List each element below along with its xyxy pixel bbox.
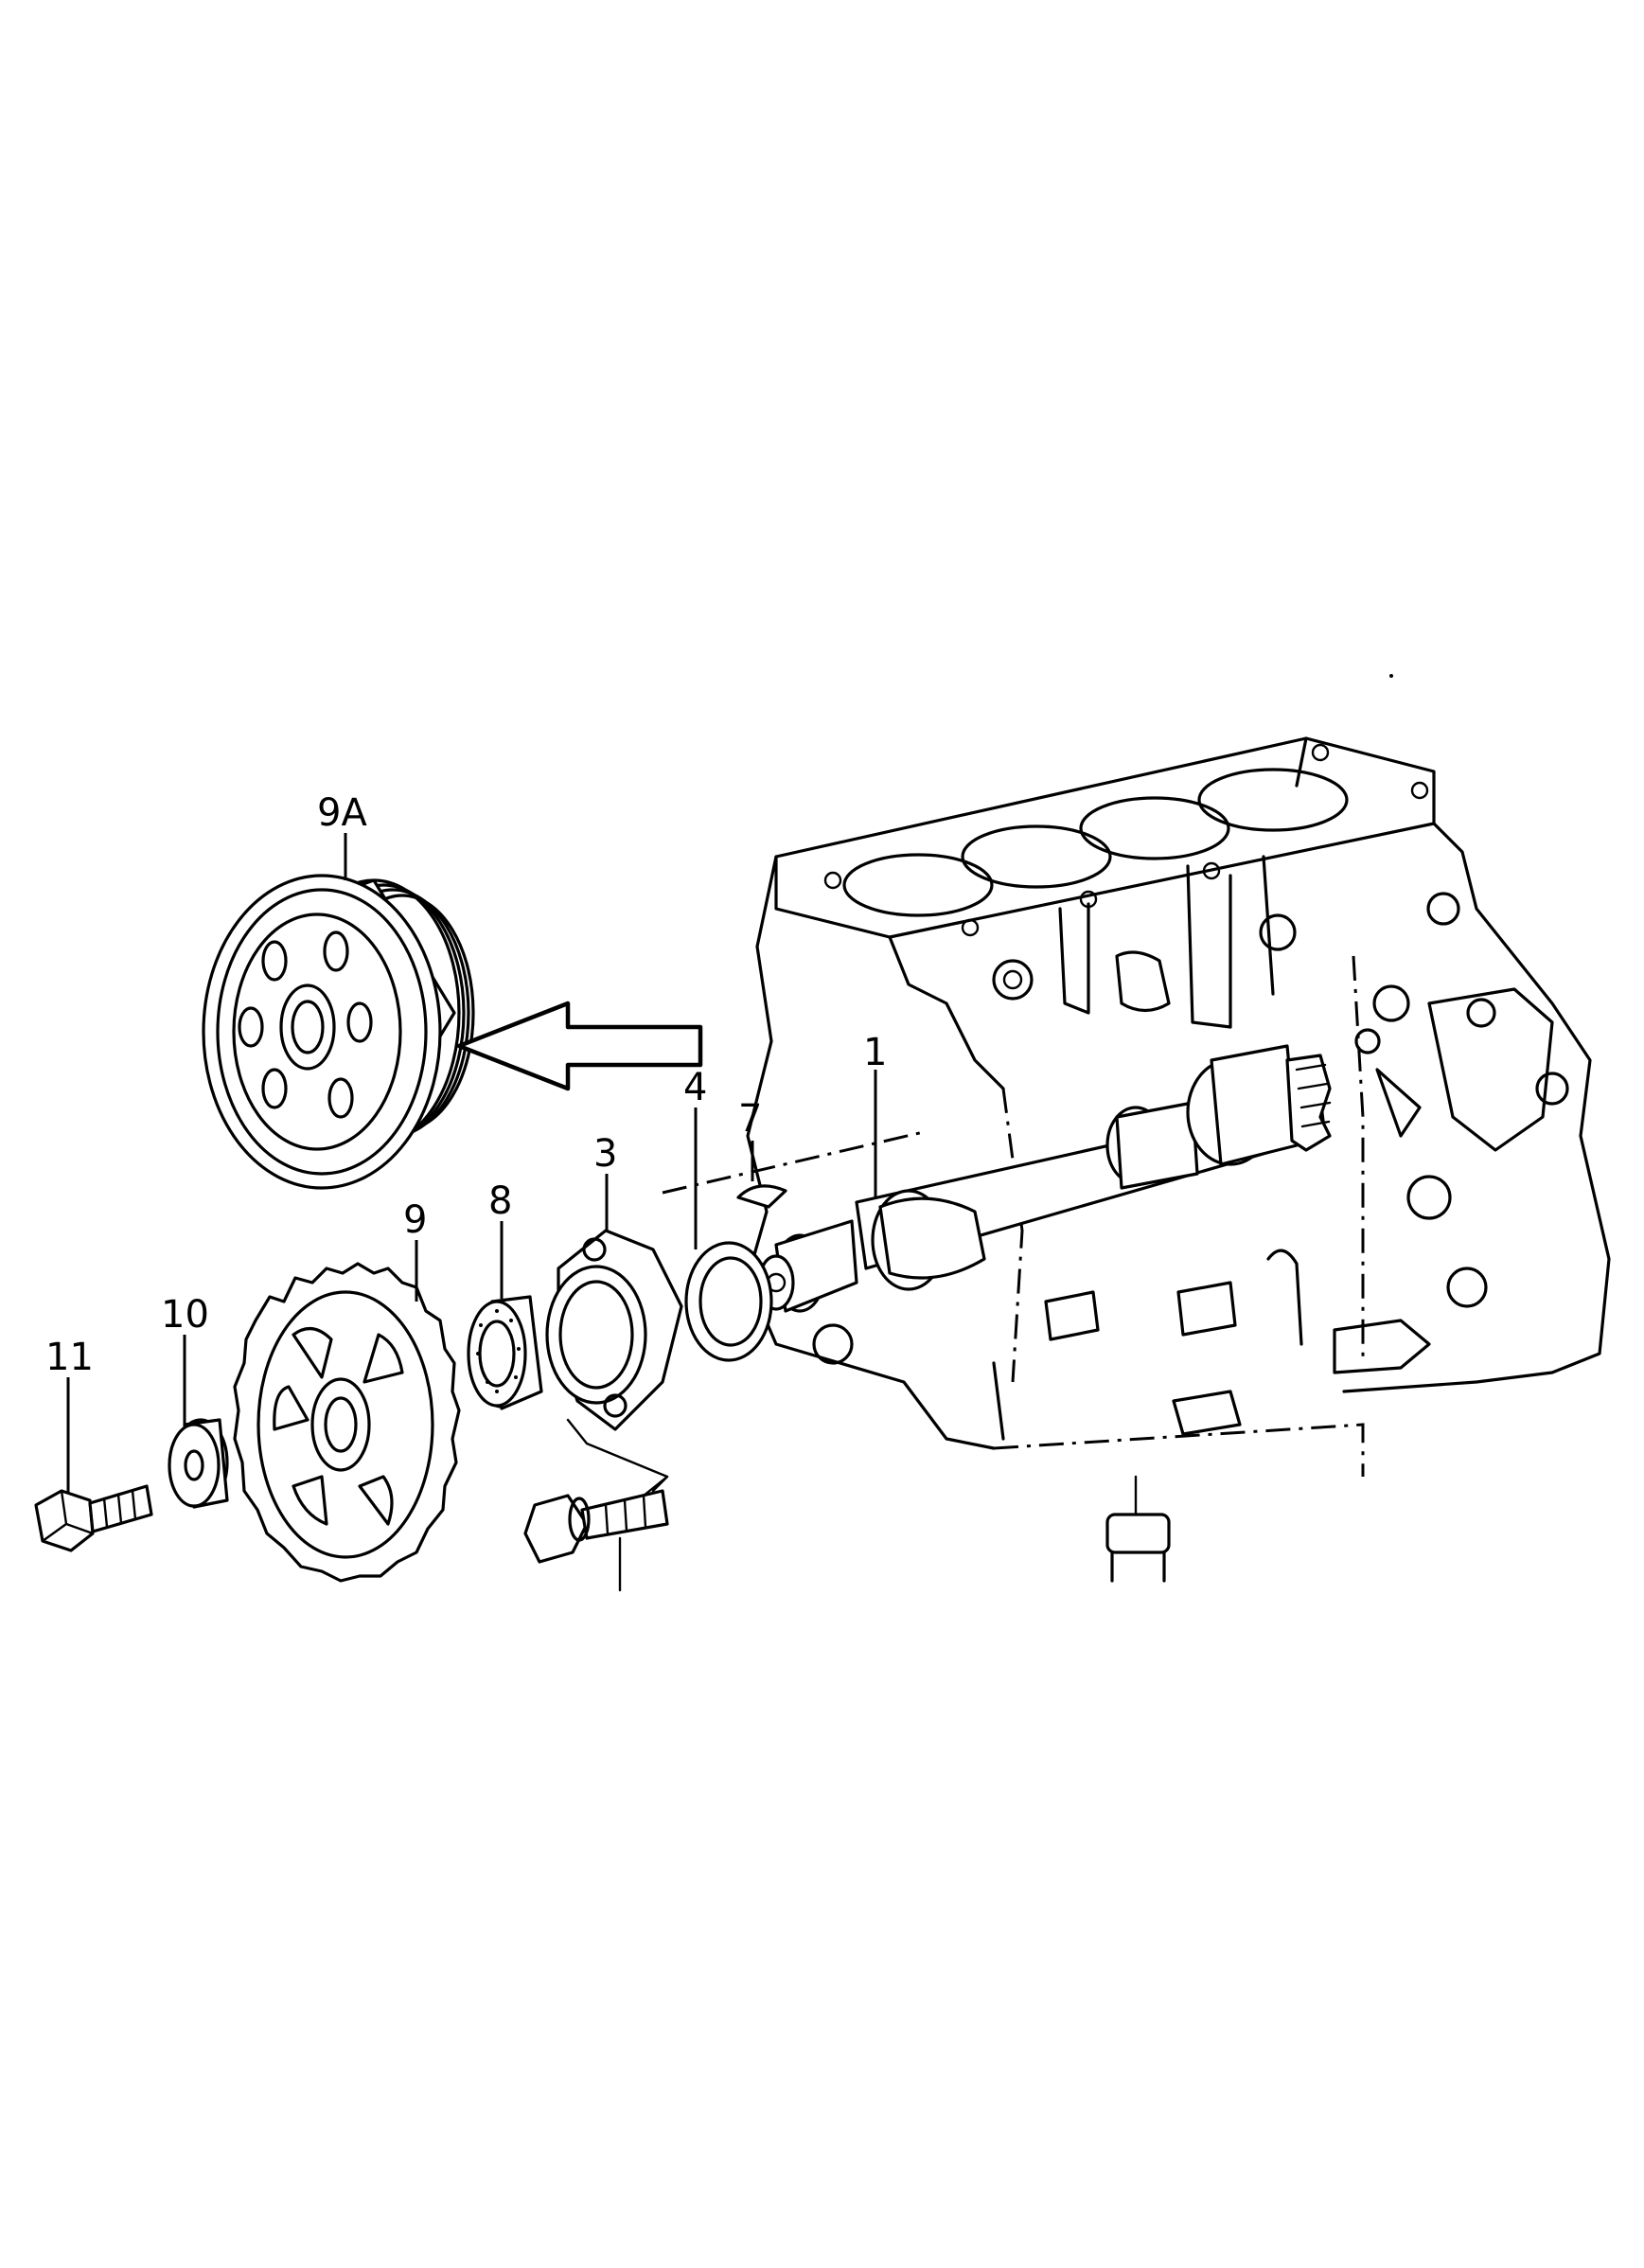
- label-1: 1: [863, 1031, 887, 1074]
- camshaft: [662, 1044, 1332, 1313]
- engine-block: [746, 736, 1611, 1583]
- hex-bolt: [34, 1484, 153, 1552]
- flange-bolt: [523, 1489, 669, 1592]
- label-10: 10: [161, 1293, 209, 1337]
- part-labels: 9A 1 7 4 3 8 9 10 11: [45, 791, 887, 1379]
- label-9a: 9A: [317, 791, 367, 835]
- washer: [168, 1418, 229, 1509]
- gasket: [684, 1241, 773, 1362]
- label-9: 9: [403, 1198, 427, 1242]
- label-11: 11: [45, 1336, 94, 1379]
- pulley: [202, 874, 475, 1190]
- pointer-arrow: [456, 1001, 703, 1091]
- timing-gear: [233, 1262, 461, 1583]
- label-3: 3: [593, 1132, 617, 1176]
- label-7: 7: [738, 1097, 762, 1141]
- label-4: 4: [683, 1066, 707, 1109]
- label-8: 8: [488, 1179, 512, 1223]
- seal-ring: [467, 1295, 543, 1410]
- flange-housing: [545, 1229, 683, 1516]
- leader-lines: [66, 833, 877, 1494]
- woodruff-key: [736, 1184, 787, 1209]
